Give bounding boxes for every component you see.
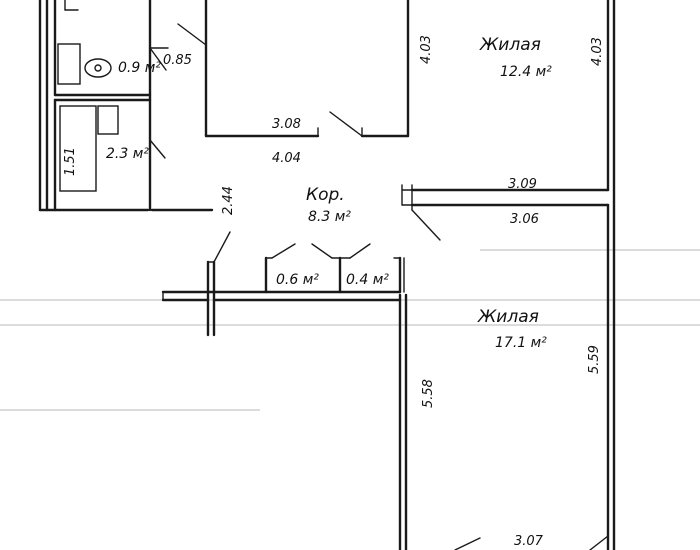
dim-3-07: 3.07 — [514, 534, 544, 549]
room-name-living-upper: Жилая — [479, 35, 541, 55]
room-area-closet-1: 0.6 м² — [276, 272, 319, 288]
lower-living-walls — [398, 203, 610, 550]
dim-3-09: 3.09 — [508, 177, 537, 192]
dim-5-59: 5.59 — [587, 345, 602, 374]
wc-door-swing — [149, 47, 169, 191]
room-area-toilet: 0.9 м² — [118, 60, 161, 76]
dim-4-03-right: 4.03 — [590, 37, 605, 66]
bathroom-walls — [53, 0, 152, 212]
room-area-closet-2: 0.4 м² — [346, 272, 389, 288]
room-area-living-upper: 12.4 м² — [500, 64, 552, 80]
dim-4-03-left: 4.03 — [419, 35, 434, 64]
dim-2-44: 2.44 — [221, 186, 236, 215]
upper-living-walls — [401, 0, 616, 550]
dim-3-08: 3.08 — [272, 117, 301, 132]
outer-wall-left — [38, 0, 214, 212]
toilet-icon — [57, 43, 112, 85]
bathtub-icon — [59, 105, 119, 192]
room-name-corridor: Кор. — [306, 185, 345, 205]
room-area-corridor: 8.3 м² — [308, 209, 351, 225]
dim-0-85: 0.85 — [163, 53, 192, 68]
room-area-living-lower: 17.1 м² — [495, 335, 547, 351]
dim-3-06: 3.06 — [510, 212, 539, 227]
dim-4-04: 4.04 — [272, 151, 301, 166]
dim-5-58: 5.58 — [421, 379, 436, 408]
room-name-living-lower: Жилая — [477, 307, 539, 327]
dim-1-51: 1.51 — [63, 147, 78, 176]
center-room-walls — [177, 0, 410, 138]
room-area-bathroom: 2.3 м² — [106, 146, 149, 162]
corridor-walls — [161, 231, 405, 337]
